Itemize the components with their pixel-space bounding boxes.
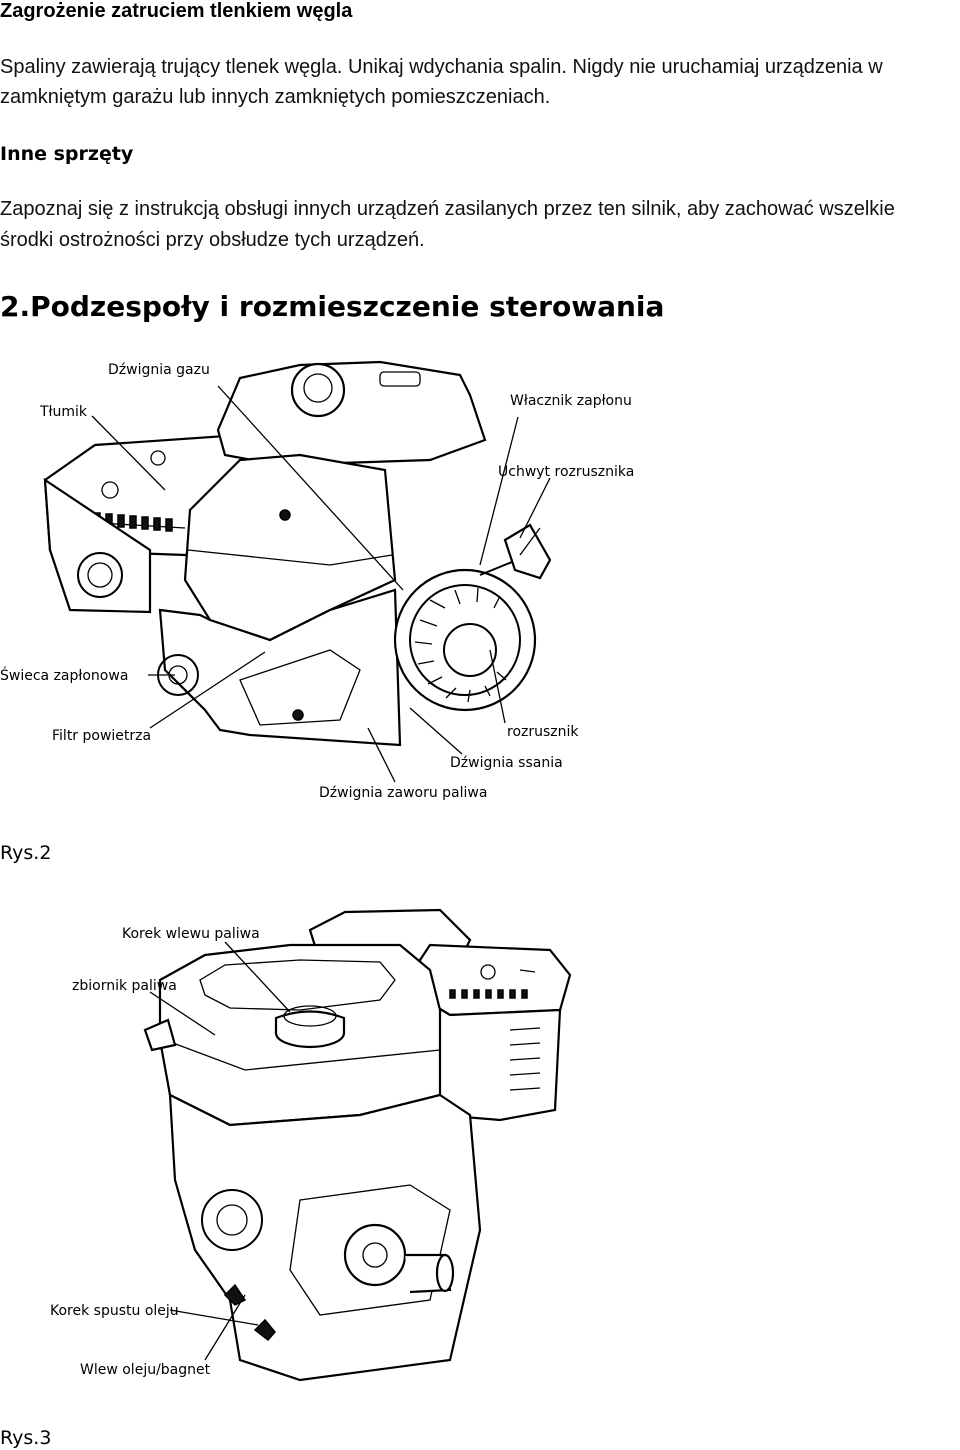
label-fuel-cap: Korek wlewu paliwa — [122, 926, 260, 942]
caption-figure-3: Rys.3 — [0, 1427, 52, 1449]
label-ignition-switch: Włacznik zapłonu — [510, 393, 632, 409]
label-oil-drain-plug: Korek spustu oleju — [50, 1303, 179, 1319]
paragraph-equipment-line-2: środki ostrożności przy obsłudze tych ur… — [0, 229, 425, 251]
figure-3-engine-diagram: Korek wlewu paliwa zbiornik paliwa Korek… — [50, 908, 572, 1382]
label-starter: rozrusznik — [507, 724, 579, 740]
label-muffler: Tłumik — [39, 404, 88, 420]
caption-figure-2: Rys.2 — [0, 842, 52, 864]
paragraph-co-line-2: zamkniętym garażu lub innych zamkniętych… — [0, 86, 551, 108]
heading-other-equipment: Inne sprzęty — [0, 143, 134, 165]
figure-2-engine-diagram: Dźwignia gazu Tłumik Włacznik zapłonu Uc… — [0, 360, 634, 801]
label-air-filter: Filtr powietrza — [52, 728, 151, 744]
label-throttle-lever: Dźwignia gazu — [108, 362, 210, 378]
figure-2-leader-lines — [91, 385, 551, 783]
heading-co-poisoning: Zagrożenie zatruciem tlenkiem węgla — [0, 0, 353, 22]
label-spark-plug: Świeca zapłonowa — [0, 666, 128, 684]
label-choke-lever: Dźwignia ssania — [450, 755, 563, 771]
engine-illustration-front — [43, 360, 552, 747]
label-starter-handle: Uchwyt rozrusznika — [498, 464, 634, 480]
engine-illustration-rear — [143, 908, 572, 1382]
label-fuel-tank: zbiornik paliwa — [72, 978, 177, 994]
label-fuel-valve-lever: Dźwignia zaworu paliwa — [319, 785, 487, 801]
paragraph-equipment-line-1: Zapoznaj się z instrukcją obsługi innych… — [0, 198, 895, 220]
paragraph-co-line-1: Spaliny zawierają trujący tlenek węgla. … — [0, 56, 883, 78]
heading-components-controls: 2.Podzespoły i rozmieszczenie sterowania — [0, 290, 665, 323]
figure-3-leader-lines — [149, 941, 291, 1361]
label-oil-fill-dipstick: Wlew oleju/bagnet — [80, 1362, 211, 1378]
